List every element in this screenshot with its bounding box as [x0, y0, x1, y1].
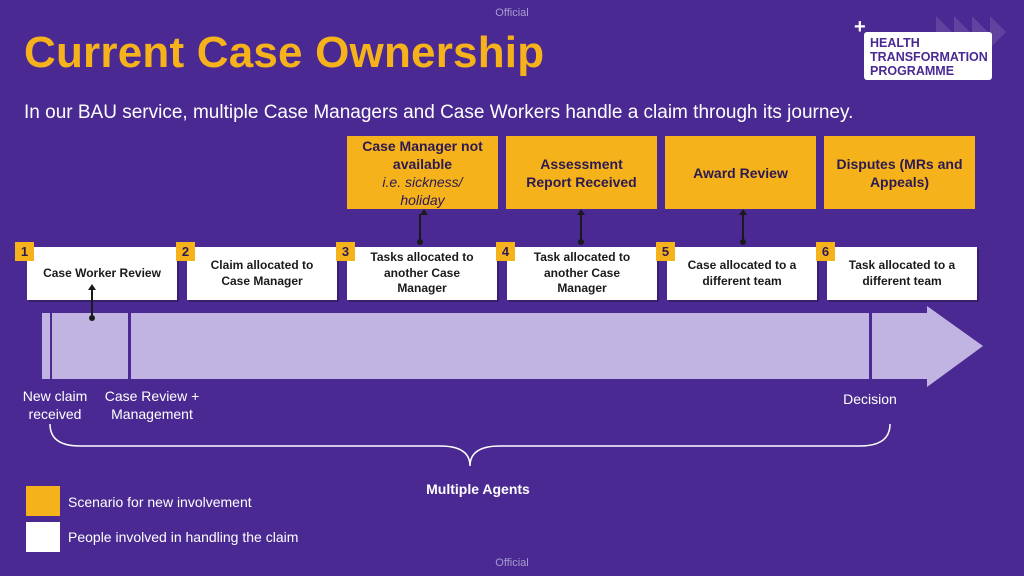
- step-label: Task allocated to a different team: [848, 258, 956, 288]
- page-title: Current Case Ownership: [24, 28, 545, 77]
- official-marking-bottom: Official: [495, 557, 529, 569]
- legend-swatch-scenario: [26, 486, 60, 516]
- step-case-allocated-team: Case allocated to a different team: [667, 247, 817, 300]
- timeline-segment-start: [42, 313, 50, 379]
- connector-dot: [740, 239, 746, 245]
- logo-line-3: PROGRAMME: [870, 64, 955, 78]
- connector-dot: [89, 315, 95, 321]
- arrow-head: [577, 209, 585, 215]
- official-marking-top: Official: [495, 7, 529, 19]
- connector-line: [91, 289, 93, 317]
- step-label: Task allocated to another Case Manager: [533, 250, 631, 296]
- connector-line: [742, 214, 744, 240]
- page-subtitle: In our BAU service, multiple Case Manage…: [24, 102, 854, 123]
- plus-icon: +: [854, 16, 866, 38]
- step-number-badge: 1: [15, 242, 34, 261]
- arrow-head: [739, 209, 747, 215]
- step-number-badge: 2: [176, 242, 195, 261]
- timeline-arrow: [42, 306, 983, 387]
- scenario-text: Case Manager not available: [362, 137, 483, 172]
- step-number-badge: 4: [496, 242, 515, 261]
- scenario-text: Assessment Report Received: [526, 155, 637, 190]
- step-label: Claim allocated to Case Manager: [210, 258, 314, 288]
- label-new-claim: New claim received: [22, 388, 88, 422]
- legend-label-people: People involved in handling the claim: [68, 529, 299, 545]
- scenario-assessment-report: Assessment Report Received: [506, 136, 657, 209]
- connector-line: [580, 214, 582, 240]
- programme-logo: + HEALTH TRANSFORMATION PROGRAMME: [854, 16, 1008, 84]
- step-number-badge: 3: [336, 242, 355, 261]
- step-task-allocated-case-manager: Task allocated to another Case Manager: [507, 247, 657, 300]
- arrow-head: [88, 284, 96, 290]
- step-case-worker-review: Case Worker Review: [27, 247, 177, 300]
- timeline-segment-main: [131, 313, 869, 379]
- scenario-disputes: Disputes (MRs and Appeals): [824, 136, 975, 209]
- legend-swatch-people: [26, 522, 60, 552]
- connector-line: [419, 214, 421, 240]
- logo-line-2: TRANSFORMATION: [870, 50, 988, 64]
- logo-line-1: HEALTH: [870, 36, 920, 50]
- label-multiple-agents: Multiple Agents: [426, 481, 530, 497]
- step-claim-allocated: Claim allocated to Case Manager: [187, 247, 337, 300]
- timeline-segment-review: [52, 313, 128, 379]
- scenario-case-manager-unavailable: Case Manager not available i.e. sickness…: [347, 136, 498, 209]
- label-case-review: Case Review + Management: [104, 388, 200, 422]
- scenario-award-review: Award Review: [665, 136, 816, 209]
- scenario-text: Award Review: [693, 164, 788, 181]
- step-number-badge: 5: [656, 242, 675, 261]
- step-tasks-allocated-case-manager: Tasks allocated to another Case Manager: [347, 247, 497, 300]
- connector-dot: [417, 239, 423, 245]
- scenario-text: Disputes (MRs and Appeals): [836, 155, 963, 190]
- scenario-italic-note: i.e. sickness/ holiday: [382, 173, 463, 208]
- curly-brace: [49, 423, 891, 467]
- step-task-allocated-team: Task allocated to a different team: [827, 247, 977, 300]
- connector-dot: [578, 239, 584, 245]
- arrow-head: [420, 209, 428, 215]
- step-label: Case Worker Review: [43, 265, 161, 280]
- timeline-arrowhead: [872, 306, 983, 387]
- step-label: Tasks allocated to another Case Manager: [370, 250, 474, 296]
- label-decision: Decision: [843, 391, 897, 407]
- step-label: Case allocated to a different team: [687, 258, 797, 288]
- step-number-badge: 6: [816, 242, 835, 261]
- legend-label-scenario: Scenario for new involvement: [68, 494, 252, 510]
